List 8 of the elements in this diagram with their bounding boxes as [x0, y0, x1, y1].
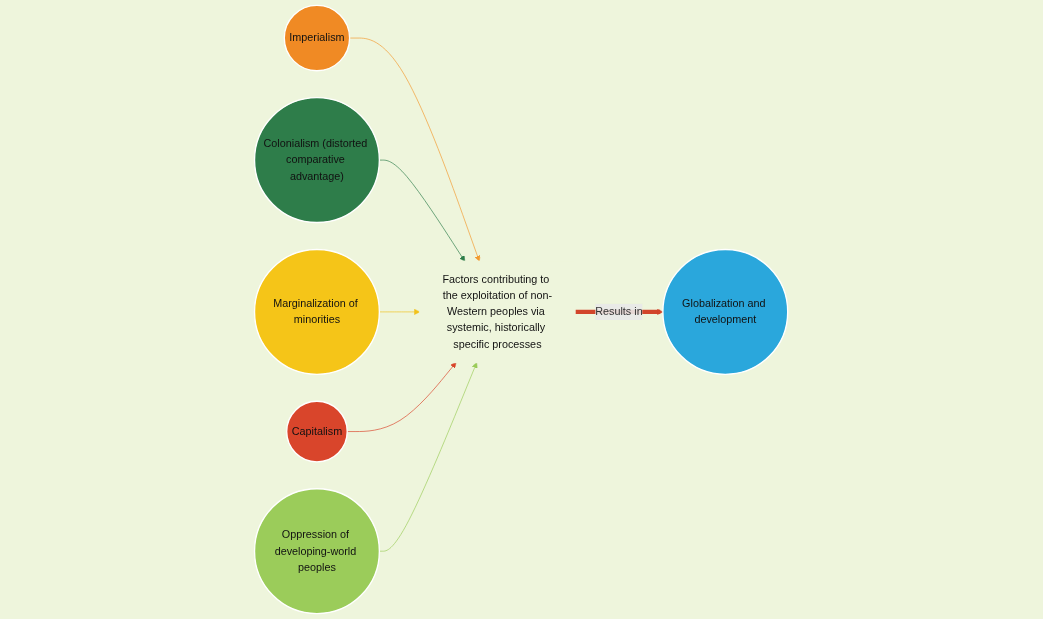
edge-label: Results in	[595, 305, 644, 318]
node-circle: Imperialism	[284, 4, 351, 72]
node-circle: Globalization and development	[662, 248, 789, 375]
node-circle: Marginalization of minorities	[254, 248, 381, 375]
node-text: Factors contributing to the exploitation of non-Western peoples via systemic, historically specific processes	[442, 273, 553, 350]
node-circle: Oppression of developing-world peoples	[254, 488, 381, 615]
node-circle: Capitalism	[286, 400, 349, 463]
node-circle: Colonialism (distorted comparative advantage)	[254, 97, 381, 224]
